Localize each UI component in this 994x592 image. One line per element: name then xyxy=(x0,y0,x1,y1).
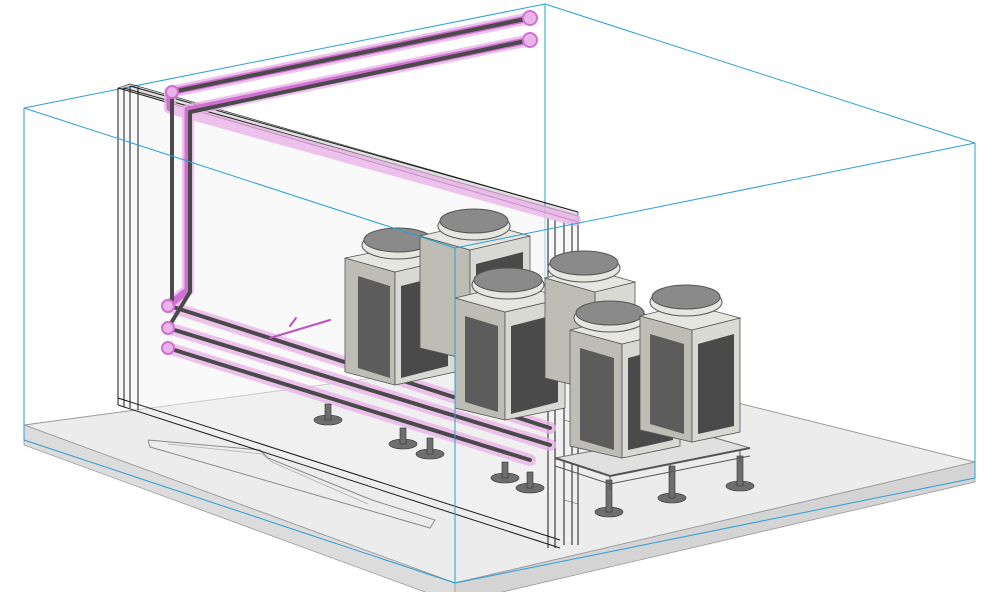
pedestal-supports xyxy=(313,403,755,518)
outdoor-unit[interactable] xyxy=(454,267,566,421)
pedestal xyxy=(594,479,624,518)
pedestal xyxy=(657,465,687,504)
pedestal xyxy=(725,455,755,492)
pedestal xyxy=(415,437,445,460)
pedestal xyxy=(313,403,343,426)
pipe-run-middle xyxy=(166,38,552,447)
refrigerant-pipes[interactable] xyxy=(161,10,581,466)
outdoor-unit[interactable] xyxy=(638,284,742,443)
pipe-run-lower xyxy=(166,346,532,462)
pedestal xyxy=(490,461,520,484)
pedestal xyxy=(515,471,545,494)
pedestal xyxy=(388,427,418,450)
pipe-run-upper xyxy=(168,16,552,430)
section-box-front[interactable] xyxy=(23,107,976,584)
equipment-stand xyxy=(554,431,751,490)
